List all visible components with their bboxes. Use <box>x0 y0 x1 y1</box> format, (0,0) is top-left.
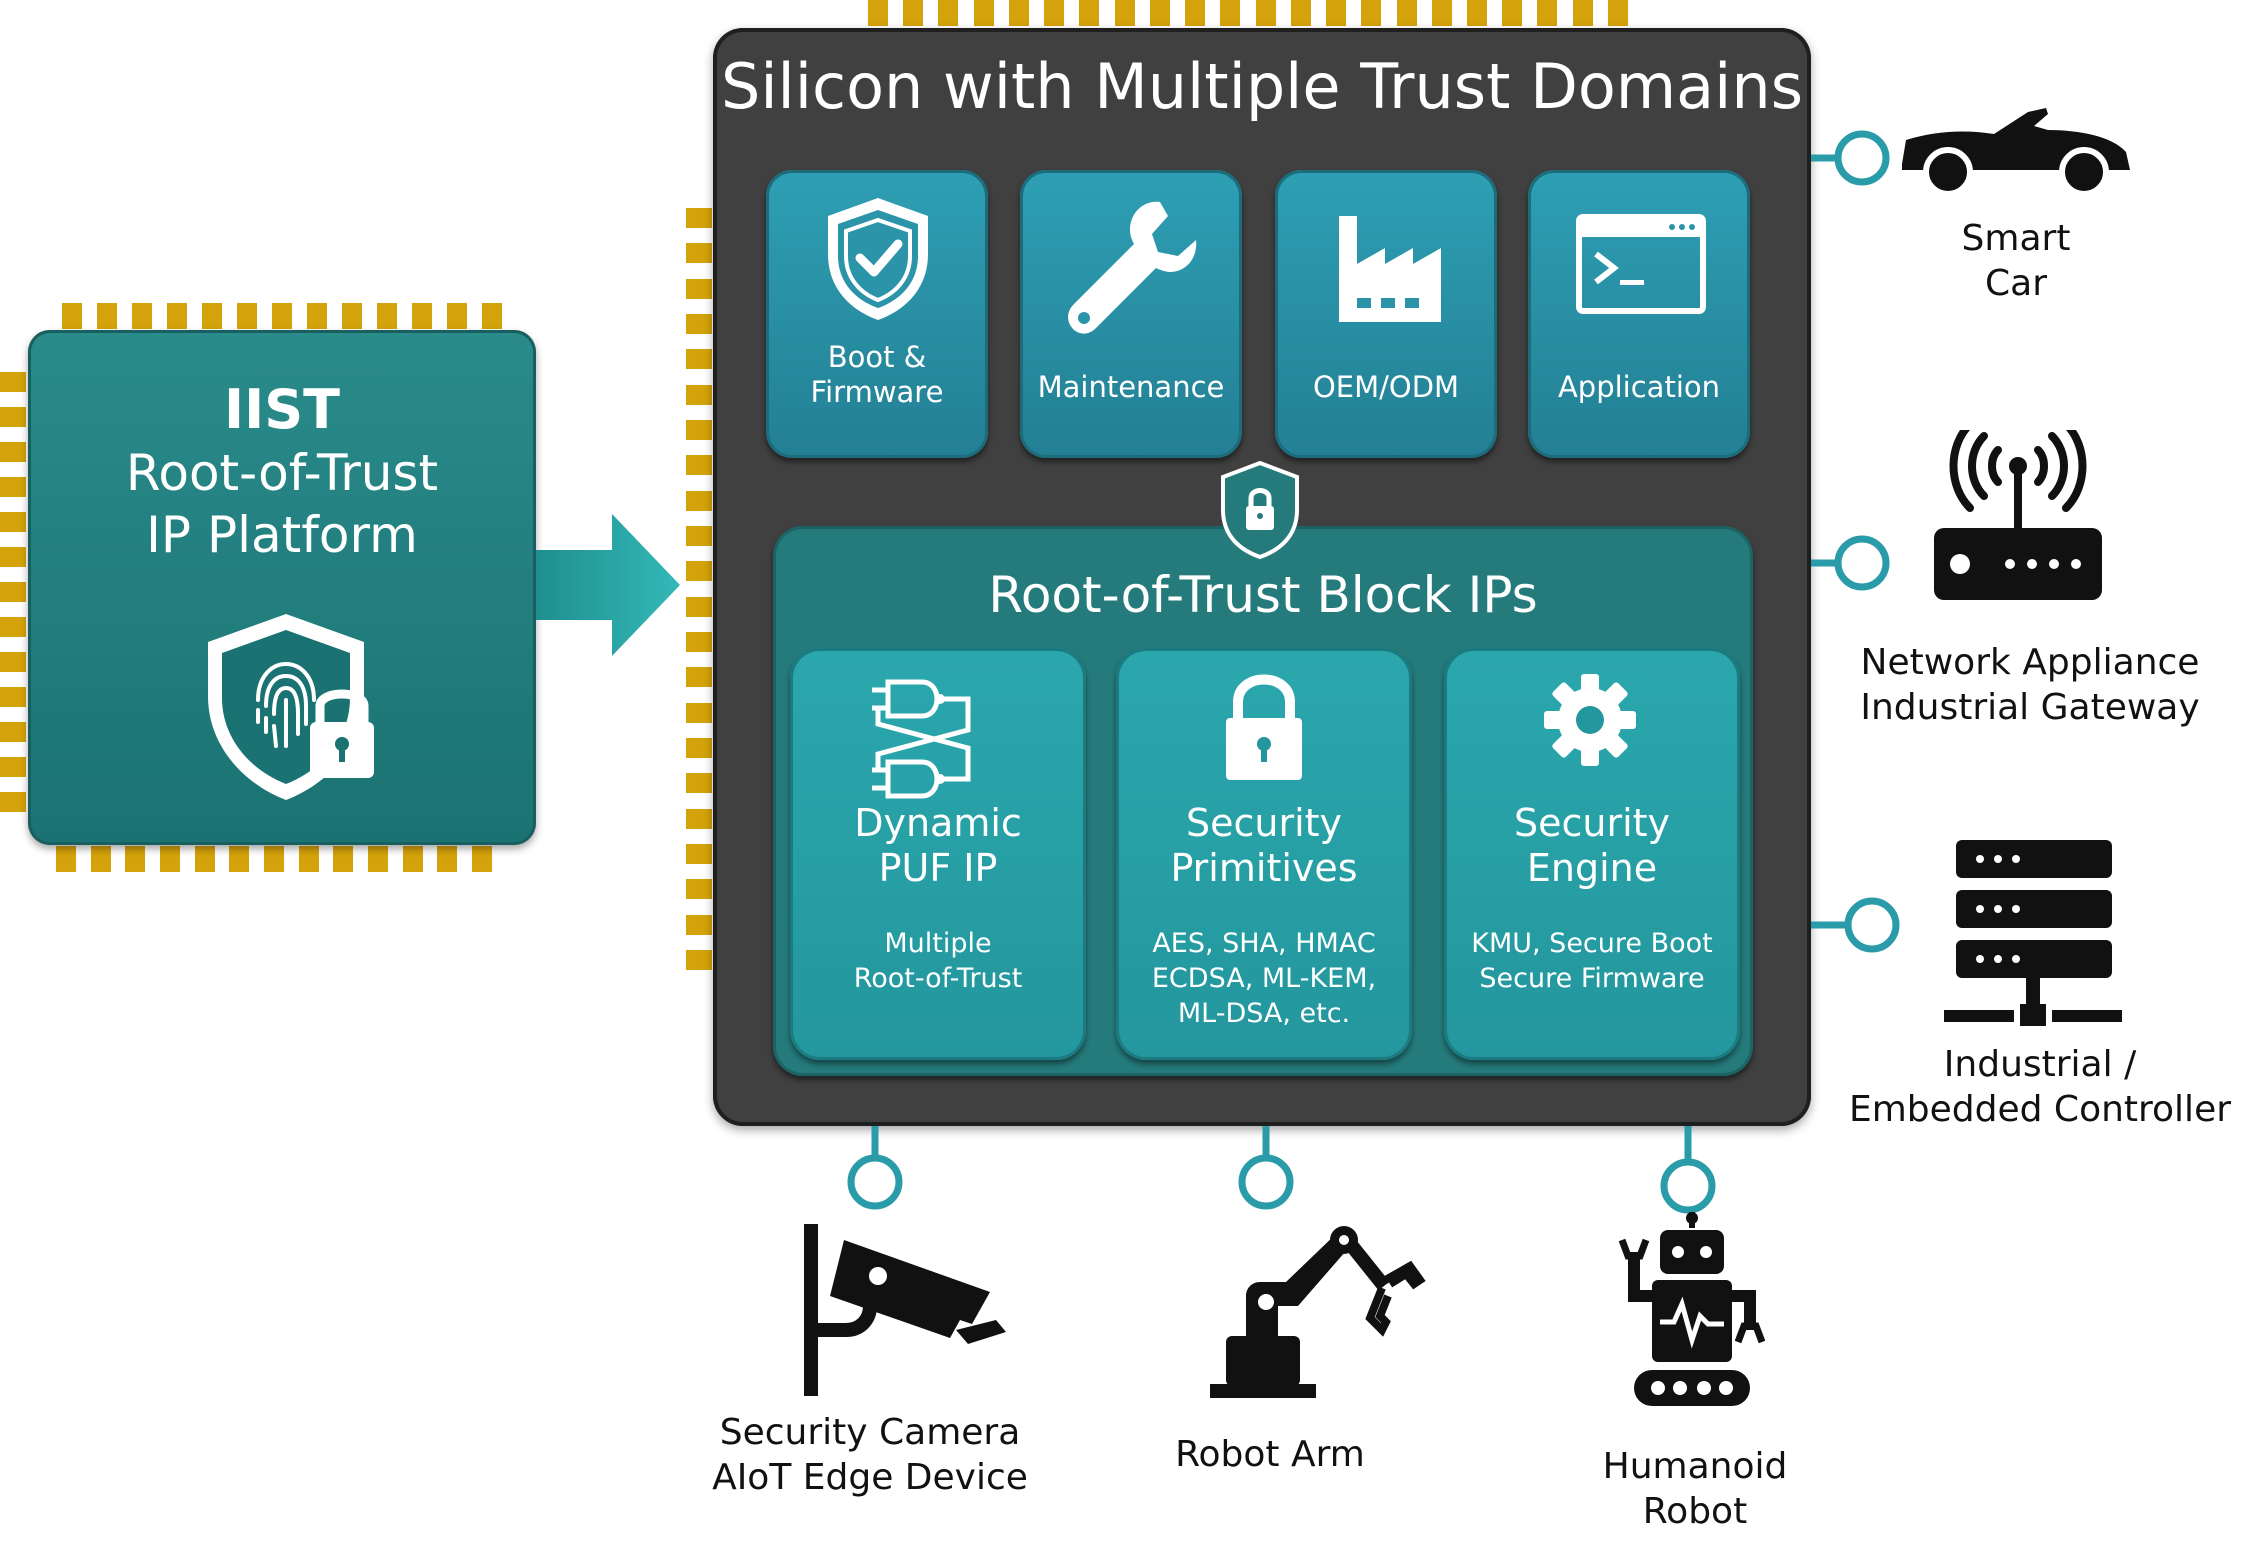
iist-line1: Root-of-Trust <box>125 444 439 502</box>
security-camera-icon <box>804 1224 1006 1396</box>
block-title: Security <box>1513 801 1671 845</box>
fingerprint-lock-icon <box>208 614 374 800</box>
block-title: Dynamic <box>854 801 1022 845</box>
block-title: PUF IP <box>878 846 998 890</box>
device-label-camera: Security Camera <box>719 1412 1021 1453</box>
car-icon <box>1902 108 2130 196</box>
logic-gates-icon <box>872 679 971 799</box>
domain-label: Maintenance <box>1037 370 1225 404</box>
silicon-title: Silicon with Multiple Trust Domains <box>720 50 1804 123</box>
domain-label: Boot & <box>827 340 927 374</box>
shield-lock-icon <box>1221 460 1299 560</box>
humanoid-robot-icon <box>1618 1212 1766 1406</box>
silicon-pins-left <box>686 208 712 970</box>
device-label-humanoid: Humanoid <box>1602 1446 1788 1487</box>
device-label-humanoid: Robot <box>1642 1491 1748 1532</box>
shield-check-icon <box>828 198 928 320</box>
arrow-right-icon <box>536 514 680 656</box>
device-label-network: Network Appliance <box>1860 642 2200 683</box>
rot-block-title: Root-of-Trust Block IPs <box>988 566 1538 624</box>
domain-label: Application <box>1557 370 1721 404</box>
device-label-controller: Industrial / <box>1943 1044 2137 1085</box>
domain-tile-maintenance <box>1020 170 1242 458</box>
router-icon <box>1934 430 2102 600</box>
block-title: Primitives <box>1170 846 1358 890</box>
device-label-smart-car: Smart <box>1961 218 2071 259</box>
block-detail: AES, SHA, HMAC <box>1152 928 1376 959</box>
domain-label: OEM/ODM <box>1312 370 1460 404</box>
device-label-network: Industrial Gateway <box>1860 687 2200 728</box>
block-detail: Secure Firmware <box>1479 963 1705 994</box>
rot-block-primitives <box>1116 648 1412 1060</box>
iist-chip-pins-top <box>62 303 502 329</box>
device-label-robot-arm: Robot Arm <box>1175 1434 1365 1475</box>
iist-chip-pins-bottom <box>56 846 492 872</box>
terminal-window-icon <box>1576 214 1706 314</box>
block-title: Security <box>1185 801 1343 845</box>
device-label-controller: Embedded Controller <box>1848 1089 2232 1130</box>
server-rack-icon <box>1944 840 2122 1026</box>
block-detail: Multiple <box>884 928 992 959</box>
iist-chip-pins-left <box>0 372 26 812</box>
padlock-icon <box>1226 674 1302 780</box>
rot-block-puf <box>790 648 1086 1060</box>
block-detail: ML-DSA, etc. <box>1177 998 1351 1029</box>
device-label-smart-car: Car <box>1985 263 2047 304</box>
block-detail: Root-of-Trust <box>853 963 1023 994</box>
factory-icon <box>1339 216 1441 322</box>
gear-icon <box>1544 674 1636 766</box>
block-detail: KMU, Secure Boot <box>1471 928 1713 959</box>
device-label-camera: AIoT Edge Device <box>712 1457 1028 1498</box>
block-detail: ECDSA, ML-KEM, <box>1151 963 1377 994</box>
wrench-icon <box>1068 201 1197 334</box>
iist-line2: IP Platform <box>146 506 418 564</box>
robot-arm-icon <box>1210 1226 1426 1398</box>
silicon-pins-top <box>868 0 1628 26</box>
iist-brand: IIST <box>224 378 340 441</box>
domain-label: Firmware <box>810 375 944 409</box>
block-title: Engine <box>1526 846 1658 890</box>
